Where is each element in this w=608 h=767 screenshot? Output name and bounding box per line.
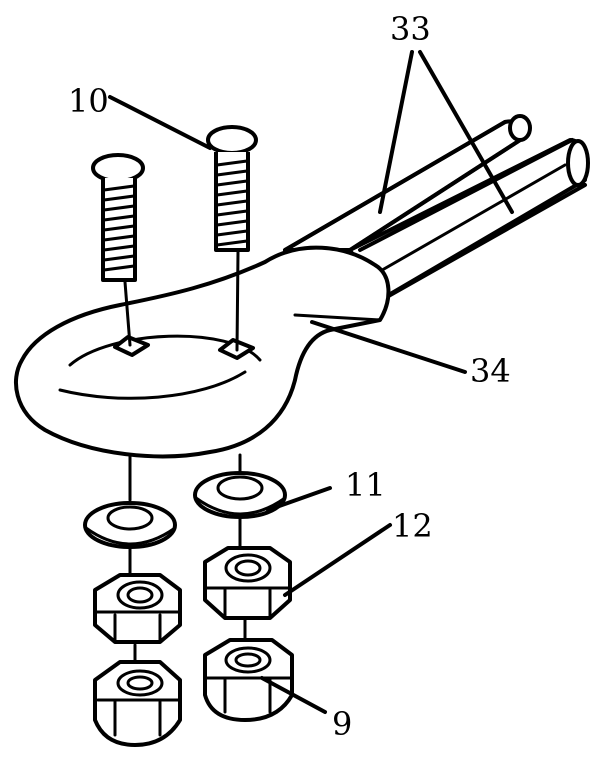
leader-lines <box>108 50 514 714</box>
label-12: 12 <box>392 507 433 545</box>
washer-right <box>193 471 287 519</box>
tube-assembly <box>283 114 590 302</box>
label-34: 34 <box>470 352 511 390</box>
bolt-right <box>206 125 258 352</box>
right-hardware-stack <box>193 453 294 722</box>
washer-left <box>83 501 177 549</box>
nut-left <box>93 573 182 644</box>
left-hardware-stack <box>83 453 182 747</box>
locknut-right <box>203 638 294 722</box>
label-11: 11 <box>345 466 386 504</box>
bracket <box>14 245 391 459</box>
label-10: 10 <box>68 82 109 120</box>
label-9: 9 <box>332 705 352 743</box>
label-33: 33 <box>390 10 431 48</box>
locknut-left <box>93 660 182 747</box>
bolt-left <box>91 153 145 347</box>
nut-right <box>203 546 292 620</box>
